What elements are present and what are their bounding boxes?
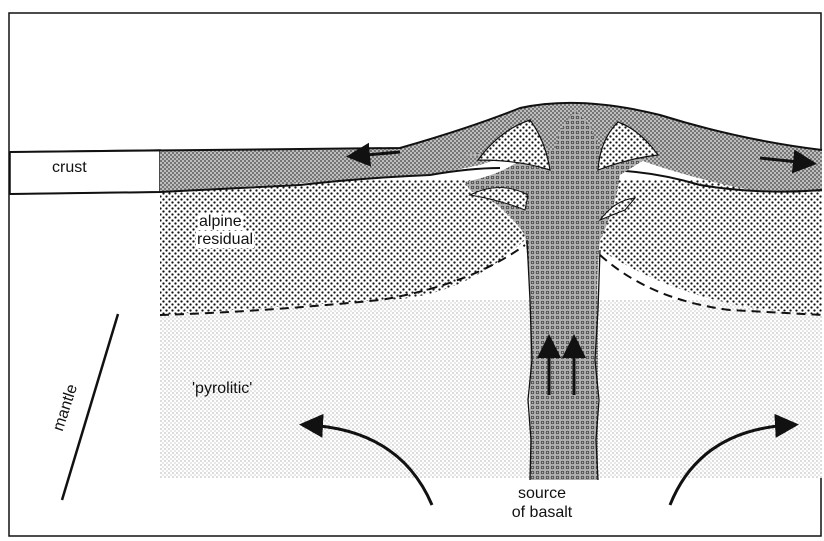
- residual-label: residual: [196, 231, 254, 248]
- pyrolitic-label: 'pyrolitic': [192, 380, 252, 397]
- source-label: source: [512, 485, 572, 502]
- pyrolitic-zone: [160, 300, 822, 478]
- of-basalt-label: of basalt: [497, 504, 587, 521]
- alpine-label: alpine: [198, 213, 243, 230]
- crust-label: crust: [52, 159, 87, 176]
